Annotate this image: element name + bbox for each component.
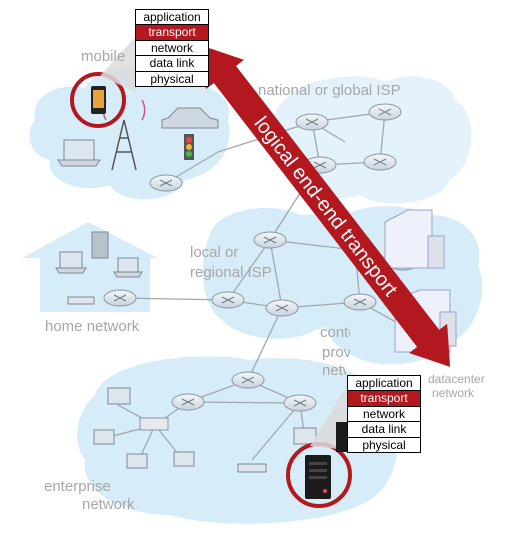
layer-physical: physical xyxy=(362,437,406,452)
laptop-icon xyxy=(117,257,139,273)
smartphone-icon xyxy=(91,86,106,114)
laptop-icon xyxy=(59,251,83,269)
desktop-icon xyxy=(107,387,131,405)
layer-transport: transport xyxy=(136,25,208,41)
traffic-light-icon xyxy=(184,134,194,160)
desktop-icon xyxy=(93,429,115,445)
desktop-icon xyxy=(173,451,195,467)
layer-application: application xyxy=(136,10,208,26)
local-isp-label-line2: regional ISP xyxy=(190,264,272,281)
protocol-stack-top: application transport network data link … xyxy=(135,9,209,87)
desktop-icon xyxy=(126,453,148,469)
callout-wedge-top xyxy=(100,36,136,92)
content-provider-label-line3: network xyxy=(322,362,346,379)
enterprise-label-line2: network xyxy=(82,496,135,513)
national-isp-label: national or global ISP xyxy=(258,82,401,99)
fridge-icon xyxy=(91,231,109,259)
layer-data-link: data link xyxy=(348,422,420,438)
server-rack-icon xyxy=(427,235,445,269)
wifi-router-icon xyxy=(237,463,267,473)
laptop-icon xyxy=(63,139,95,161)
hosts xyxy=(55,139,317,473)
house-roof xyxy=(22,222,158,312)
switch xyxy=(139,417,169,431)
server-icon xyxy=(305,455,331,499)
layer-network: network xyxy=(348,407,420,423)
layer-application: application xyxy=(348,376,420,392)
server-rack-small-icon xyxy=(336,422,348,452)
datacenter-label-line1: datacenter xyxy=(428,372,485,386)
content-provider-label-line2: provider xyxy=(322,344,350,361)
layer-data-link: data link xyxy=(136,56,208,72)
wifi-router-icon xyxy=(67,296,95,305)
mobile-device-highlight-circle xyxy=(70,72,126,128)
datacenter-label-line2: network xyxy=(432,386,475,400)
home-network-label: home network xyxy=(45,318,140,335)
mobile-network-label: mobile xyxy=(81,48,126,65)
layer-physical: physical xyxy=(150,71,194,86)
content-provider-label-line1: content xyxy=(320,324,350,341)
car-icon xyxy=(161,107,219,129)
local-isp-label-line1: local or xyxy=(190,244,239,261)
enterprise-label-line1: enterprise xyxy=(44,478,111,495)
layer-transport: transport xyxy=(348,391,420,407)
protocol-stack-bottom: application transport network data link … xyxy=(347,375,421,453)
desktop-icon xyxy=(293,427,317,445)
layer-network: network xyxy=(136,41,208,57)
